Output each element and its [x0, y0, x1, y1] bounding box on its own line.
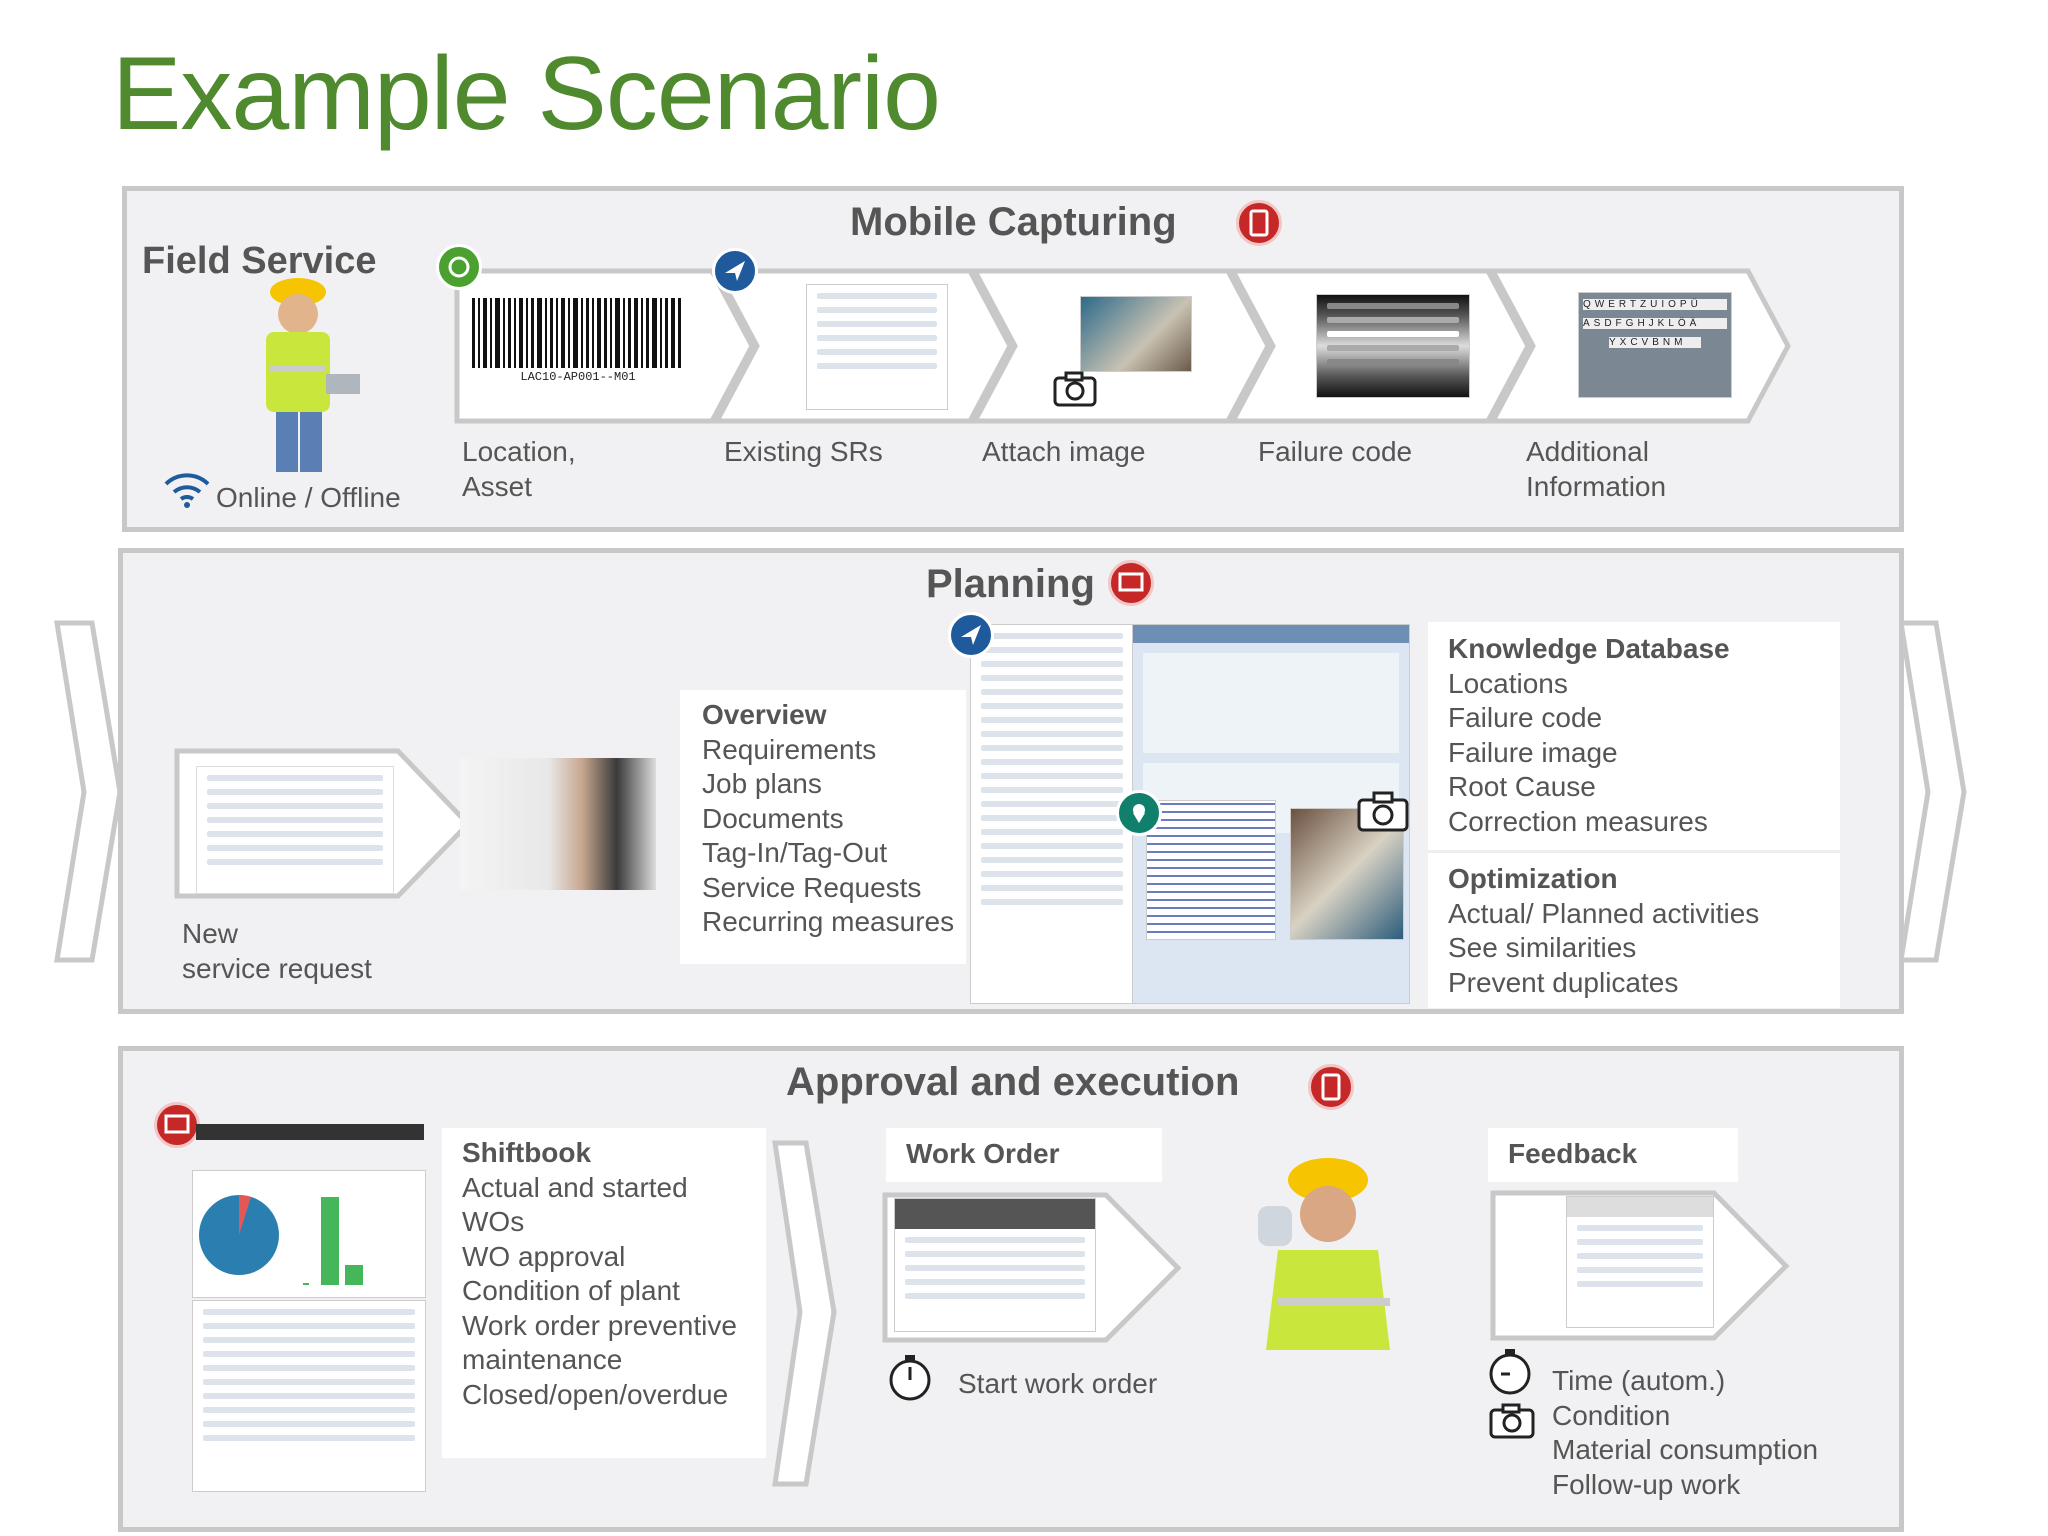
- feedback-list: Time (autom.) Condition Material consump…: [1552, 1364, 1818, 1502]
- field-worker-image: [266, 278, 360, 472]
- mobile-capturing-title: Mobile Capturing: [850, 200, 1177, 244]
- shiftbook-list: Shiftbook Actual and started WOs WO appr…: [462, 1136, 737, 1412]
- list-item: Service Requests: [702, 871, 922, 903]
- stopwatch-icon: [1489, 1349, 1531, 1395]
- list-item: Job plans: [702, 768, 822, 799]
- shiftbook-screen-icon: [154, 1102, 200, 1148]
- camera-icon: [1357, 791, 1409, 832]
- list-item: Documents: [702, 802, 844, 834]
- stopwatch-icon: [889, 1355, 931, 1401]
- list-item: Material consumption: [1552, 1434, 1819, 1465]
- camera-icon: [1053, 371, 1097, 407]
- barcode-image: LAC10-AP001--M01: [466, 290, 690, 390]
- list-item: Condition of plant: [462, 1275, 680, 1306]
- step-location-asset: Location,Asset: [462, 436, 576, 502]
- page-title: Example Scenario: [112, 36, 941, 152]
- list-item: Root Cause: [1448, 771, 1596, 802]
- mobile-device-icon: [1308, 1064, 1354, 1110]
- left-flow-arrow: [54, 620, 123, 963]
- list-item: WO approval: [462, 1240, 626, 1272]
- optimization-heading: Optimization: [1448, 863, 1618, 894]
- shiftbook-dashboard-screenshot: [192, 1170, 426, 1298]
- list-item: Failure code: [1448, 702, 1603, 733]
- optimization-list: Optimization Actual/ Planned activities …: [1448, 862, 1759, 1000]
- worker-image: [1258, 1158, 1390, 1350]
- knowledge-list: Knowledge Database Locations Failure cod…: [1448, 632, 1730, 839]
- list-item: Recurring measures: [702, 906, 955, 937]
- list-item: Closed/open/overdue: [462, 1378, 729, 1410]
- navigation-icon: [712, 248, 758, 294]
- planning-tree-screenshot: [970, 624, 1134, 1004]
- planning-screen-icon: [1108, 560, 1154, 606]
- list-item: Correction measures: [1448, 805, 1708, 837]
- step-existing-srs: Existing SRs: [724, 436, 883, 467]
- keyboard-row-2: ASDFGHJKLÖÄ: [1583, 318, 1727, 329]
- new-service-request-label: New service request: [182, 918, 372, 984]
- list-item: Follow-up work: [1552, 1468, 1741, 1500]
- list-item: Time (autom.): [1552, 1365, 1726, 1396]
- barcode-text: LAC10-AP001--M01: [520, 370, 636, 384]
- list-item: Actual and started: [462, 1171, 688, 1203]
- start-work-order-label: Start work order: [958, 1368, 1158, 1399]
- list-item: maintenance: [462, 1344, 623, 1375]
- keyboard-row-3: YXCVBNM: [1609, 337, 1701, 348]
- right-flow-arrow: [1898, 620, 1967, 963]
- new-request-screenshot: [196, 766, 394, 894]
- list-item: WOs: [462, 1206, 525, 1237]
- keyboard-image: QWERTZUIOPÜ ASDFGHJKLÖÄ YXCVBNM: [1578, 292, 1732, 398]
- online-offline-label: Online / Offline: [216, 482, 401, 513]
- approval-title: Approval and execution: [786, 1060, 1240, 1104]
- floor-plan-image: [1146, 800, 1276, 940]
- list-item: Prevent duplicates: [1448, 966, 1679, 998]
- overview-box: [680, 690, 966, 964]
- work-order-heading: Work Order: [906, 1138, 1060, 1169]
- feedback-heading: Feedback: [1508, 1138, 1638, 1169]
- keyboard-row-1: QWERTZUIOPÜ: [1583, 299, 1727, 310]
- work-order-screenshot: [894, 1198, 1096, 1332]
- shiftbook-heading: Shiftbook: [462, 1137, 592, 1168]
- planning-title: Planning: [926, 562, 1095, 606]
- knowledge-box: [1428, 622, 1840, 1008]
- divider: [1428, 850, 1840, 853]
- location-pin-icon: [1116, 790, 1162, 836]
- list-item: Actual/ Planned activities: [1448, 897, 1760, 929]
- step-attach-image: Attach image: [982, 436, 1146, 467]
- step-failure-code: Failure code: [1258, 436, 1413, 467]
- flow-arrow: [772, 1140, 837, 1487]
- work-order-header-box: [886, 1128, 1162, 1182]
- mobile-device-icon: [1236, 200, 1282, 246]
- list-item: Condition: [1552, 1399, 1671, 1431]
- list-item: See similarities: [1448, 932, 1637, 963]
- overview-heading: Overview: [702, 699, 827, 730]
- shiftbook-list-screenshot: [192, 1300, 426, 1492]
- navigation-icon: [948, 612, 994, 658]
- list-item: Locations: [1448, 667, 1568, 699]
- attach-image-photo: [1080, 296, 1192, 372]
- feedback-header-box: [1488, 1128, 1738, 1182]
- field-service-label: Field Service: [142, 240, 377, 282]
- list-item: Work order preventive: [462, 1309, 737, 1341]
- overview-list: Overview Requirements Job plans Document…: [702, 698, 954, 940]
- shiftbook-topbar: [196, 1124, 424, 1140]
- camera-icon: [1489, 1403, 1535, 1439]
- feedback-screenshot: [1566, 1196, 1714, 1328]
- shiftbook-box: [442, 1128, 766, 1458]
- failure-code-picker-image: [1316, 294, 1470, 398]
- list-item: Requirements: [702, 733, 877, 765]
- wifi-icon: [164, 473, 210, 508]
- list-item: Tag-In/Tag-Out: [702, 837, 888, 868]
- office-worker-photo: [460, 758, 656, 890]
- list-item: Failure image: [1448, 736, 1618, 768]
- existing-srs-image: [806, 284, 948, 410]
- scan-icon: [436, 244, 482, 290]
- knowledge-heading: Knowledge Database: [1448, 633, 1730, 664]
